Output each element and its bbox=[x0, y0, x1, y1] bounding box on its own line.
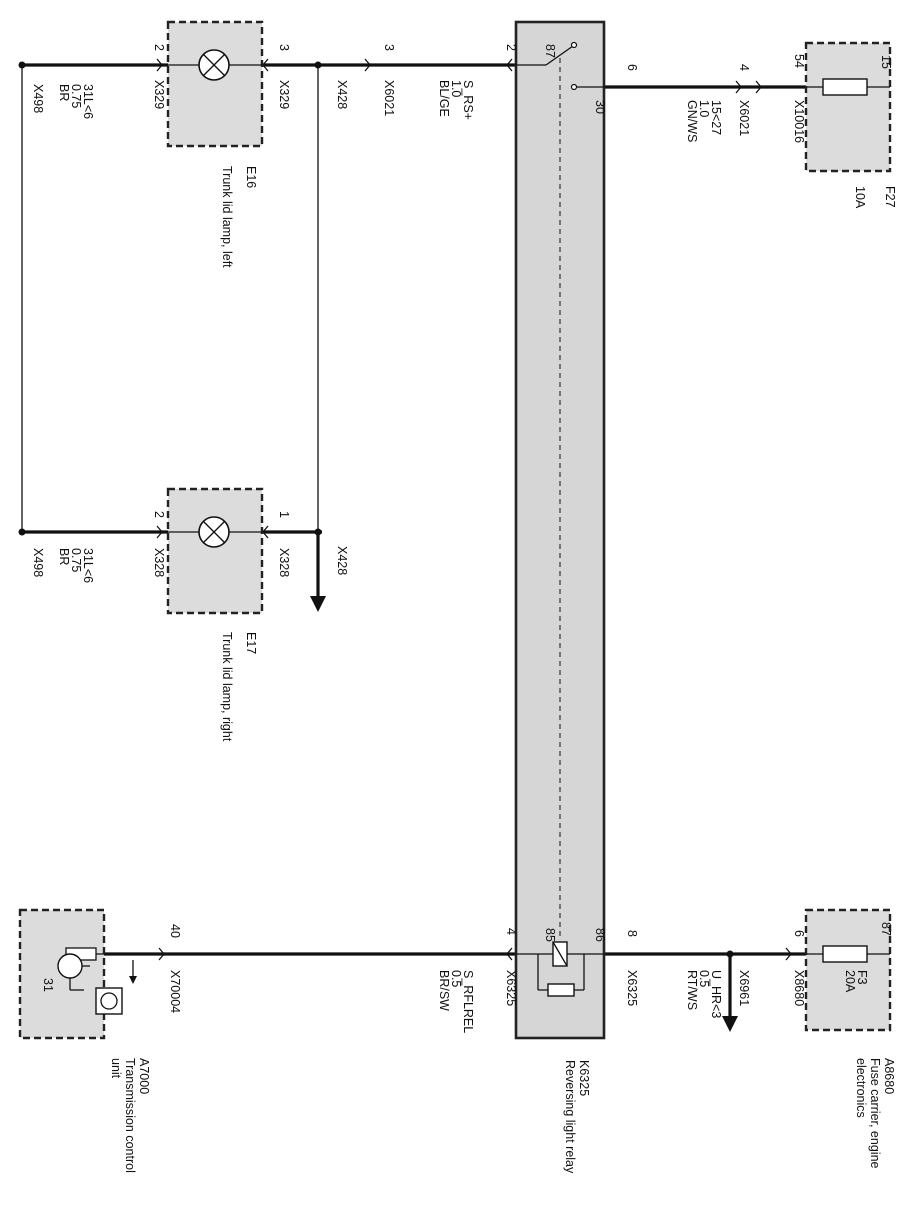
wire-size-label: 0.5 bbox=[697, 970, 711, 987]
junction-dot bbox=[18, 528, 26, 536]
pin-label: 40 bbox=[168, 924, 182, 938]
arrow-down-icon bbox=[129, 976, 137, 984]
conn-label-x498-mid: X498 bbox=[31, 548, 45, 577]
junction-dot bbox=[18, 61, 26, 69]
conn-label-x70004: X70004 bbox=[168, 970, 182, 1013]
fuse-f27 bbox=[804, 41, 892, 173]
signal-label: 31L<6 bbox=[81, 548, 95, 583]
relay-k6325 bbox=[514, 20, 606, 1040]
component-name-a7000-line1: Transmission control bbox=[123, 1058, 137, 1173]
component-name-k6325: Reversing light relay bbox=[563, 1060, 577, 1174]
x428-arrow-icon bbox=[310, 596, 326, 612]
sensor-icon bbox=[95, 987, 123, 1015]
signal-label: S_RFLREL bbox=[461, 970, 475, 1033]
relay-pin-85: 85 bbox=[543, 928, 557, 942]
component-id-f27: F27 bbox=[883, 186, 897, 208]
connector-chevron-icon bbox=[735, 80, 742, 94]
wire-color-label: RT/WS bbox=[685, 970, 699, 1010]
relay-resistor-icon bbox=[547, 983, 575, 997]
wire-size-label: 0.75 bbox=[69, 548, 83, 572]
lamp-e16 bbox=[166, 20, 264, 148]
signal-label: U_HR<3 bbox=[709, 970, 723, 1018]
pin-label: 4 bbox=[504, 928, 518, 935]
tcu-a7000 bbox=[18, 908, 137, 1040]
wire-color-label: BL/GE bbox=[437, 80, 451, 117]
pin-label: 4 bbox=[737, 64, 751, 71]
signal-label: 31L<6 bbox=[81, 84, 95, 119]
conn-label-x6961: X6961 bbox=[737, 970, 751, 1006]
connector-chevron-icon bbox=[364, 58, 371, 72]
x6961-arrow-icon bbox=[722, 1016, 738, 1032]
signal-label: S_RS+ bbox=[461, 80, 475, 120]
wire-color-label: BR bbox=[57, 548, 71, 565]
conn-label-x428: X428 bbox=[335, 80, 349, 109]
component-name-a8680-line2: electronics bbox=[854, 1058, 868, 1118]
pin-label: 2 bbox=[152, 511, 166, 518]
component-name-e16: Trunk lid lamp, left bbox=[220, 166, 234, 268]
connector-chevron-icon bbox=[158, 947, 165, 961]
component-name-a7000-line2: unit bbox=[109, 1058, 123, 1079]
wire-size-label: 1.0 bbox=[449, 80, 463, 97]
wire-color-label: BR bbox=[57, 84, 71, 101]
wire-color-label: GN/WS bbox=[685, 100, 699, 142]
pin-label: 3 bbox=[382, 44, 396, 51]
connector-chevron-icon bbox=[156, 525, 163, 539]
connector-chevron-icon bbox=[506, 947, 513, 961]
wire-color-label: BR/SW bbox=[437, 970, 451, 1011]
tcu-pin-ground: 31 bbox=[41, 978, 55, 992]
junction-dot bbox=[314, 61, 322, 69]
transistor-icon bbox=[57, 953, 83, 979]
wire-size-label: 0.5 bbox=[449, 970, 463, 987]
pin-label: 2 bbox=[152, 44, 166, 51]
wire-size-label: 0.75 bbox=[69, 84, 83, 108]
junction-dot bbox=[726, 950, 734, 958]
fuse-rating-f3: 20A bbox=[843, 970, 857, 993]
conn-label-x6021-right: X6021 bbox=[737, 100, 751, 136]
component-name-a8680-line1: Fuse carrier, engine bbox=[868, 1058, 882, 1169]
lamp-e17 bbox=[166, 487, 264, 615]
relay-pin-86: 86 bbox=[593, 928, 607, 942]
pin-label: 2 bbox=[504, 44, 518, 51]
pin-label: 3 bbox=[277, 44, 291, 51]
component-id-a7000: A7000 bbox=[137, 1058, 151, 1094]
conn-label-x6325-right: X6325 bbox=[625, 970, 639, 1006]
pin-label: 6 bbox=[625, 64, 639, 71]
wire-size-label: 1.0 bbox=[697, 100, 711, 117]
pin-label: 1 bbox=[277, 511, 291, 518]
conn-label-x10016: X10016 bbox=[792, 100, 806, 143]
conn-label: X329 bbox=[152, 80, 166, 109]
signal-label: 15<27 bbox=[709, 100, 723, 135]
fuse-icon bbox=[822, 945, 868, 963]
component-id-e17: E17 bbox=[244, 632, 258, 654]
fuse-rating-f27: 10A bbox=[853, 186, 867, 209]
conn-label-x428-branch: X428 bbox=[335, 546, 349, 575]
component-id-e16: E16 bbox=[244, 166, 258, 188]
component-id-a8680: A8680 bbox=[882, 1058, 896, 1094]
junction-dot bbox=[314, 528, 322, 536]
connector-chevron-icon bbox=[506, 58, 513, 72]
conn-label-x498-top: X498 bbox=[31, 84, 45, 113]
component-id-k6325: K6325 bbox=[577, 1060, 591, 1096]
relay-pin-30: 30 bbox=[593, 100, 607, 114]
connector-chevron-icon bbox=[755, 80, 762, 94]
connector-chevron-icon bbox=[156, 58, 163, 72]
relay-pin-87: 87 bbox=[543, 44, 557, 58]
pin-label: 8 bbox=[625, 930, 639, 937]
conn-label: X328 bbox=[152, 548, 166, 577]
conn-label-x8680: X8680 bbox=[792, 970, 806, 1006]
fuse-icon bbox=[822, 78, 868, 96]
conn-label: X329 bbox=[277, 80, 291, 109]
fuse-id-f3: F3 bbox=[855, 970, 869, 985]
fuse-pin-label: 87 bbox=[879, 922, 893, 936]
fuse-carrier-a8680 bbox=[804, 908, 892, 1032]
conn-label-x6021: X6021 bbox=[382, 80, 396, 116]
conn-label: X328 bbox=[277, 548, 291, 577]
pin-label: 54 bbox=[792, 54, 806, 68]
connector-chevron-icon bbox=[785, 947, 792, 961]
pin-label: 6 bbox=[792, 930, 806, 937]
component-name-e17: Trunk lid lamp, right bbox=[220, 632, 234, 742]
fuse-pin-label: 15 bbox=[879, 55, 893, 69]
conn-label-x6325-left: X6325 bbox=[504, 970, 518, 1006]
